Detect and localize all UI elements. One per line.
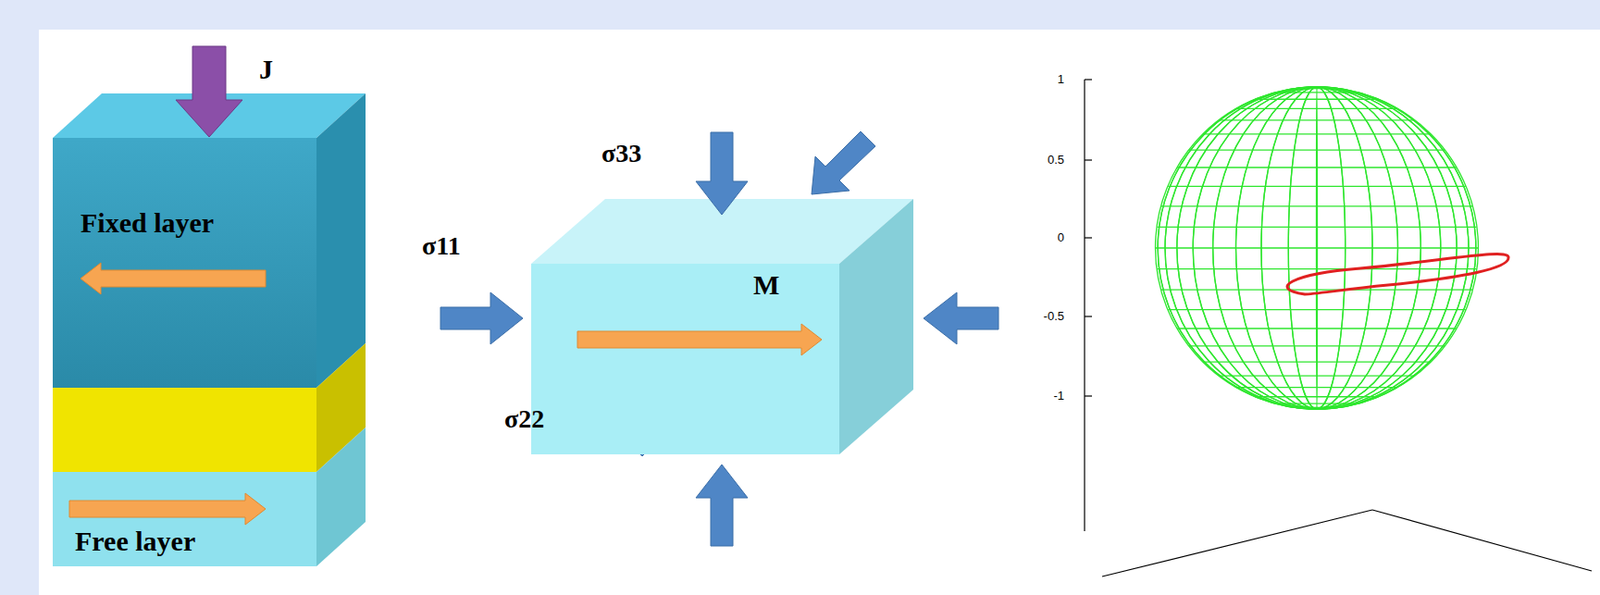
cube-side-face	[839, 198, 914, 455]
stress-label: σ22	[504, 404, 545, 435]
layer-label: Fixed layer	[80, 207, 214, 239]
latitude-line	[1177, 166, 1456, 168]
latitude-line	[1161, 288, 1473, 290]
sphere-wireframe	[1155, 86, 1479, 410]
fixed-side-face	[316, 93, 366, 388]
latitude-line	[1295, 407, 1338, 409]
plot-axes	[1084, 79, 1592, 577]
trajectory-loop	[1287, 254, 1509, 295]
latitude-line	[1203, 133, 1431, 135]
axis-tick: 1	[1057, 72, 1065, 87]
latitude-line	[1156, 226, 1476, 228]
layer-label: Free layer	[74, 525, 196, 558]
fixed-layer: Fixed layer	[52, 137, 317, 388]
latitude-line	[1156, 268, 1476, 270]
layer-label: M	[753, 269, 780, 301]
latitude-line	[1275, 402, 1359, 404]
stress-label: σ11	[421, 231, 461, 261]
stress-label: σ33	[601, 138, 642, 169]
latitude-line	[1167, 309, 1466, 311]
latitude-line	[1218, 374, 1415, 376]
latitude-line	[1295, 87, 1338, 89]
current-arrow	[175, 46, 243, 137]
spacer-layer	[52, 387, 317, 472]
latitude-line	[1167, 186, 1466, 187]
stress-arrows	[440, 131, 999, 546]
magnetization-arrow	[52, 137, 317, 388]
magnetization-arrow	[531, 263, 840, 455]
latitude-line	[1275, 91, 1359, 93]
current-label: J	[259, 53, 273, 86]
latitude-line	[1254, 396, 1378, 397]
longitude-line	[1155, 86, 1479, 410]
latitude-line	[1189, 148, 1445, 150]
free-layer: Free layer	[52, 471, 317, 567]
latitude-line	[1236, 108, 1398, 110]
axis-tick: 0.5	[1047, 152, 1065, 167]
axis-tick: -1	[1053, 388, 1065, 403]
latitude-line	[1177, 327, 1456, 329]
magnetic-cube: M	[531, 263, 840, 455]
latitude-line	[1161, 205, 1473, 207]
axis-tick: 0	[1057, 230, 1065, 245]
latitude-line	[1254, 99, 1378, 100]
latitude-line	[1236, 386, 1398, 388]
axis-tick: -0.5	[1043, 309, 1065, 323]
latitude-line	[1155, 247, 1478, 249]
latitude-line	[1189, 345, 1445, 347]
free-side-face	[316, 427, 366, 567]
latitude-line	[1203, 360, 1431, 362]
latitude-line	[1218, 119, 1415, 121]
